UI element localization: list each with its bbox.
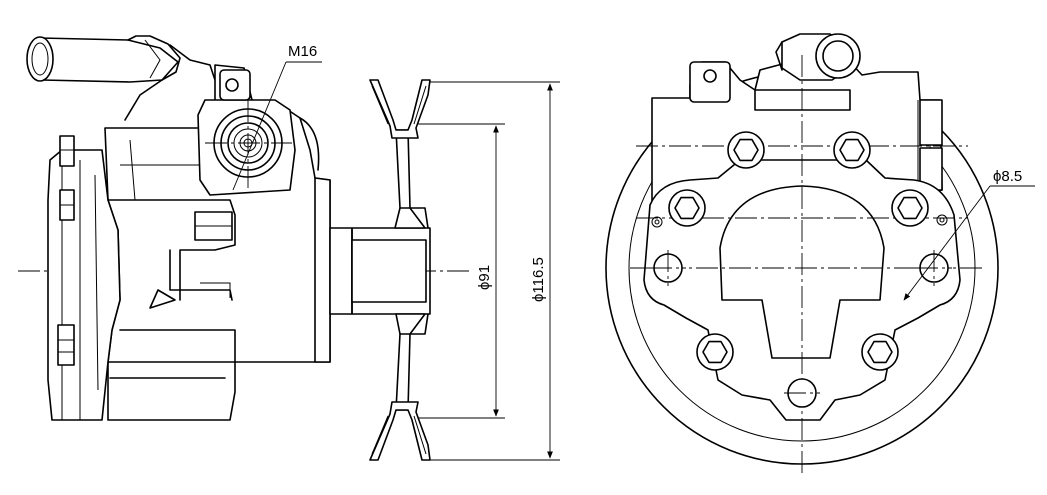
diameter-dimensions: ϕ91 ϕ116.5 <box>418 81 560 461</box>
m16-fitting: M16 <box>205 43 322 191</box>
hole-diameter-dimension: ϕ8.5 <box>903 168 1035 301</box>
thread-label: M16 <box>288 43 317 60</box>
front-view: ϕ8.5 <box>605 33 1035 475</box>
pulley-hub <box>329 227 431 315</box>
hole-diameter-label: ϕ8.5 <box>993 168 1022 185</box>
mounting-holes <box>650 214 952 408</box>
side-view: M16 ϕ91 <box>18 35 560 461</box>
hex-bolts <box>668 131 929 371</box>
pump-body <box>47 64 331 421</box>
inner-diameter-label: ϕ91 <box>476 265 493 290</box>
front-outlet-pipe <box>775 33 861 81</box>
outlet-pipe <box>26 35 216 121</box>
pulley-section <box>369 79 431 461</box>
outer-diameter-label: ϕ116.5 <box>530 257 547 302</box>
